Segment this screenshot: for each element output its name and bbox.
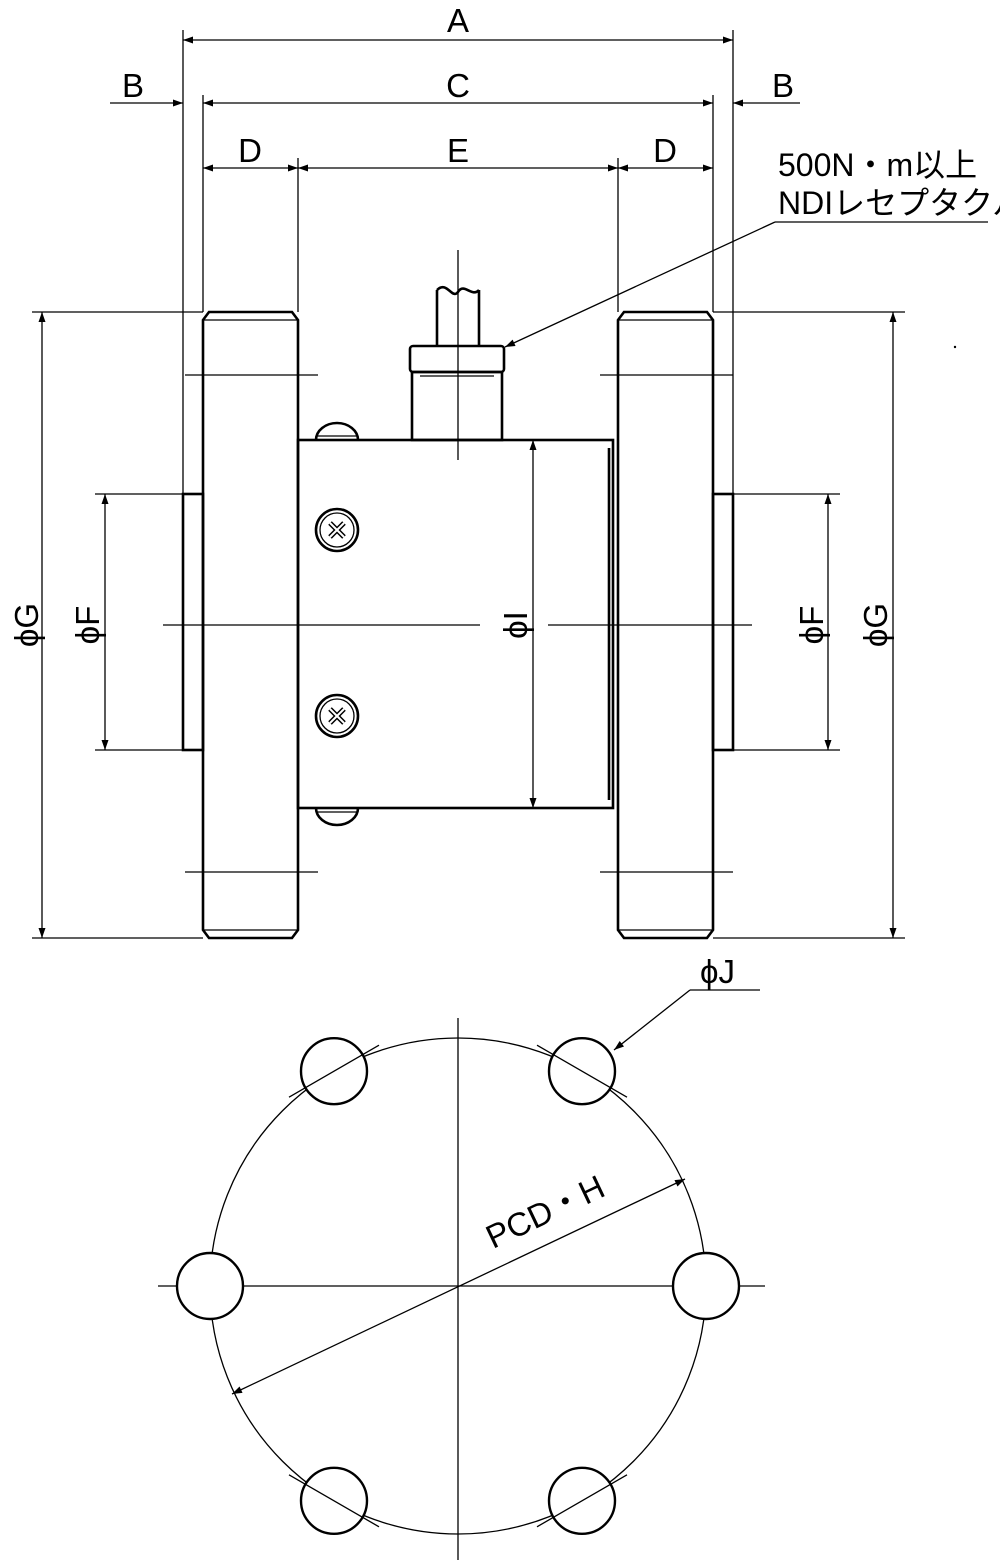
dim-c-label: C xyxy=(446,67,470,104)
bolt-hole xyxy=(288,1036,380,1106)
dim-g-right-label: ϕG xyxy=(857,603,894,647)
pcd-dimension-line xyxy=(231,1178,686,1395)
dim-j-label: ϕJ xyxy=(700,953,735,990)
screw-icon xyxy=(314,507,360,553)
dim-g-left-label: ϕG xyxy=(8,603,45,647)
left-flange xyxy=(181,310,300,940)
flange-face-view: PCD・H ϕJ xyxy=(158,953,765,1560)
bolt-hole xyxy=(536,1036,628,1106)
pcd-label: PCD・H xyxy=(480,1168,610,1256)
dim-b-right-label: B xyxy=(772,67,794,104)
dimension-lines xyxy=(38,36,897,938)
j-leader-arrow xyxy=(613,989,691,1051)
dim-i-label: ϕI xyxy=(497,611,534,639)
dim-d-left-label: D xyxy=(238,132,262,169)
dim-d-right-label: D xyxy=(653,132,677,169)
bolt-holes xyxy=(175,1036,741,1536)
note-line-2: NDIレセプタクル xyxy=(778,185,1000,221)
note-leader xyxy=(504,221,988,348)
bolt-hole xyxy=(536,1466,628,1536)
connector xyxy=(408,285,506,442)
bolt-hole xyxy=(671,1251,741,1321)
dim-a-label: A xyxy=(447,2,469,39)
note-line-1: 500N・m以上 xyxy=(778,147,977,183)
dim-f-right-label: ϕF xyxy=(793,606,830,645)
extension-lines xyxy=(32,30,905,939)
bolt-hole xyxy=(175,1251,245,1321)
screw-icon xyxy=(314,693,360,739)
dim-e-label: E xyxy=(447,132,469,169)
stray-mark xyxy=(953,345,957,349)
centerlines xyxy=(163,250,752,873)
side-view: A C B B D E D 500N・m以上 NDIレセプタクル ϕG ϕF ϕ… xyxy=(8,2,1000,940)
dim-f-left-label: ϕF xyxy=(69,606,106,645)
bolt-hole xyxy=(288,1466,380,1536)
dim-b-left-label: B xyxy=(122,67,144,104)
right-flange xyxy=(616,310,735,940)
sensor-body xyxy=(296,421,615,827)
